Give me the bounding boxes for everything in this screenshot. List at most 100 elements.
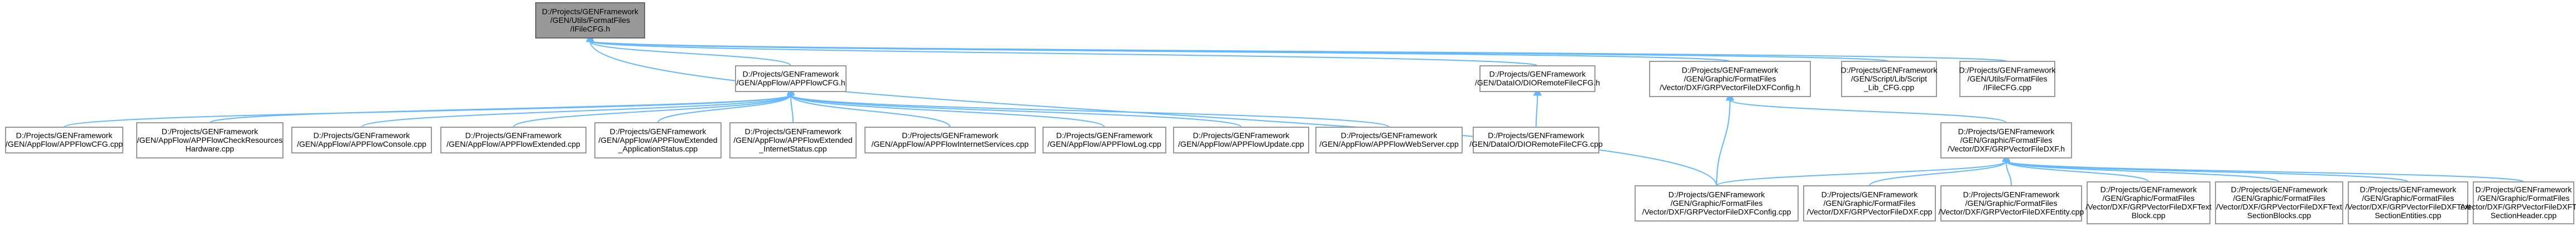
node-label-line: /GEN/Graphic/FormatFiles (2103, 194, 2195, 203)
node-label-line: D:/Projects/GENFramework (1963, 190, 2060, 199)
graph-node[interactable]: D:/Projects/GENFramework/GEN/Script/Lib/… (1841, 61, 1938, 97)
node-label-line: /GEN/Utils/FormatFiles (1967, 74, 2047, 83)
node-box (2087, 181, 2210, 224)
dependency-edge (791, 95, 793, 123)
node-box (5, 127, 123, 153)
graph-node[interactable]: D:/Projects/GENFramework/GEN/DataIO/DIOR… (1475, 65, 1600, 92)
node-box (1315, 127, 1463, 153)
node-box (1173, 127, 1309, 153)
graph-node[interactable]: D:/Projects/GENFramework/GEN/AppFlow/APP… (1315, 127, 1463, 153)
node-label-line: D:/Projects/GENFramework (2360, 185, 2457, 194)
dependency-edge (2006, 161, 2524, 182)
node-label-line: D:/Projects/GENFramework (1488, 131, 1585, 140)
node-label-line: /GEN/Graphic/FormatFiles (2478, 194, 2570, 203)
node-label-line: D:/Projects/GENFramework (1056, 131, 1154, 140)
node-label-line: D:/Projects/GENFramework (314, 131, 411, 140)
node-label-line: D:/Projects/GENFramework (2101, 185, 2198, 194)
node-label-line: /GEN/Graphic/FormatFiles (1960, 136, 2053, 145)
node-label-line: Block.cpp (2132, 211, 2166, 220)
node-box (729, 122, 857, 158)
node-label-line: /GEN/AppFlow/APPFlowExtended (598, 136, 717, 145)
node-label-line: SectionBlocks.cpp (2247, 211, 2311, 220)
dependency-edge (1716, 161, 2006, 186)
graph-node[interactable]: D:/Projects/GENFramework/GEN/AppFlow/APP… (1173, 127, 1309, 153)
node-box (1803, 185, 1936, 222)
node-label-line: /GEN/AppFlow/APPFlowCFG.cpp (6, 140, 123, 148)
node-label-line: _ApplicationStatus.cpp (618, 144, 698, 153)
graph-node[interactable]: D:/Projects/GENFramework/GEN/Graphic/For… (1649, 61, 1811, 97)
node-label-line: D:/Projects/GENFramework (1193, 131, 1290, 140)
node-label-line: D:/Projects/GENFramework (1959, 65, 2056, 74)
dependency-edge (1730, 100, 2007, 123)
node-label-line: D:/Projects/GENFramework (2476, 185, 2573, 194)
node-box (1479, 65, 1595, 92)
node-label-line: /GEN/AppFlow/APPFlowUpdate.cpp (1178, 140, 1304, 148)
node-box (864, 127, 1036, 153)
graph-node[interactable]: D:/Projects/GENFramework/GEN/AppFlow/APP… (735, 65, 847, 92)
dependency-edge (513, 95, 791, 128)
graph-root-node: D:/Projects/GENFramework/GEN/Utils/Forma… (535, 2, 645, 39)
graph-node[interactable]: D:/Projects/GENFramework/GEN/Graphic/For… (1803, 185, 1936, 222)
graph-node[interactable]: D:/Projects/GENFramework/GEN/Graphic/For… (1940, 122, 2072, 158)
graph-node[interactable]: D:/Projects/GENFramework/GEN/AppFlow/APP… (594, 122, 722, 158)
dependency-edge (209, 95, 791, 123)
graph-node[interactable]: D:/Projects/GENFramework/GEN/AppFlow/APP… (864, 127, 1036, 153)
node-label-line: D:/Projects/GENFramework (162, 127, 259, 136)
dependency-edge (1716, 100, 1730, 186)
node-label-line: /GEN/AppFlow/APPFlowConsole.cpp (297, 140, 426, 148)
graph-node[interactable]: D:/Projects/GENFramework/GEN/DataIO/DIOR… (1469, 127, 1603, 153)
node-label-line: /IFileCFG.h (570, 24, 611, 33)
node-label-line: /GEN/Script/Lib/Script (1851, 74, 1927, 83)
graph-node[interactable]: D:/Projects/GENFramework/GEN/Utils/Forma… (1959, 61, 2056, 97)
node-label-line: /Vector/DXF/GRPVectorFileDXFText (2460, 203, 2576, 211)
node-box (594, 122, 722, 158)
graph-node[interactable]: D:/Projects/GENFramework/GEN/AppFlow/APP… (440, 127, 587, 153)
dependency-edge (2006, 161, 2012, 186)
node-label-line: /Vector/DXF/GRPVectorFileDXFConfig.cpp (1642, 207, 1791, 216)
node-box (535, 2, 645, 39)
node-box (136, 122, 283, 158)
node-label-line: D:/Projects/GENFramework (902, 131, 999, 140)
graph-node[interactable]: D:/Projects/GENFramework/GEN/AppFlow/APP… (5, 127, 123, 153)
graph-node[interactable]: D:/Projects/GENFramework/GEN/Graphic/For… (2085, 181, 2212, 224)
node-label-line: _InternetStatus.cpp (758, 144, 827, 153)
node-label-line: /GEN/AppFlow/APPFlowInternetServices.cpp (872, 140, 1029, 148)
graph-node[interactable]: D:/Projects/GENFramework/GEN/Graphic/For… (2460, 181, 2576, 224)
graph-node[interactable]: D:/Projects/GENFramework/GEN/AppFlow/APP… (729, 122, 857, 158)
node-box (1473, 127, 1599, 153)
node-label-line: /GEN/Graphic/FormatFiles (2233, 194, 2325, 203)
node-label-line: /GEN/Utils/FormatFiles (550, 16, 630, 25)
node-label-line: D:/Projects/GENFramework (1341, 131, 1438, 140)
node-label-line: D:/Projects/GENFramework (610, 127, 707, 136)
node-label-line: D:/Projects/GENFramework (2231, 185, 2328, 194)
graph-node[interactable]: D:/Projects/GENFramework/GEN/AppFlow/APP… (136, 122, 283, 158)
graph-node[interactable]: D:/Projects/GENFramework/GEN/Graphic/For… (2345, 181, 2471, 224)
graph-node[interactable]: D:/Projects/GENFramework/GEN/Graphic/For… (1635, 185, 1799, 222)
dependency-edge (590, 41, 2008, 62)
node-label-line: /GEN/AppFlow/APPFlowCheckResources (137, 136, 283, 145)
node-box (1649, 61, 1811, 97)
dependency-edge (361, 95, 791, 128)
node-label-line: D:/Projects/GENFramework (1841, 65, 1938, 74)
node-label-line: D:/Projects/GENFramework (1682, 65, 1779, 74)
node-label-line: D:/Projects/GENFramework (542, 7, 639, 16)
node-label-line: D:/Projects/GENFramework (1822, 190, 1919, 199)
node-label-line: /Vector/DXF/GRPVectorFileDXF.h (1948, 144, 2065, 153)
graph-node[interactable]: D:/Projects/GENFramework/GEN/Graphic/For… (2215, 181, 2343, 224)
nodes-layer: D:/Projects/GENFramework/GEN/Utils/Forma… (5, 2, 2576, 224)
node-label-line: /GEN/Graphic/FormatFiles (1965, 199, 2058, 208)
graph-node[interactable]: D:/Projects/GENFramework/GEN/AppFlow/APP… (1042, 127, 1166, 153)
node-label-line: /GEN/AppFlow/APPFlowExtended.cpp (446, 140, 580, 148)
graph-node[interactable]: D:/Projects/GENFramework/GEN/Graphic/For… (1939, 185, 2084, 222)
node-label-line: /GEN/AppFlow/APPFlowCFG.h (736, 78, 845, 87)
dependency-edge (590, 41, 1717, 186)
node-box (291, 127, 432, 153)
node-label-line: /GEN/Graphic/FormatFiles (1824, 199, 1916, 208)
graph-node[interactable]: D:/Projects/GENFramework/GEN/AppFlow/APP… (291, 127, 432, 153)
node-label-line: /GEN/Graphic/FormatFiles (1671, 199, 1763, 208)
node-label-line: /Vector/DXF/GRPVectorFileDXFText (2085, 203, 2212, 211)
dependency-edge (590, 41, 791, 66)
node-box (1959, 61, 2055, 97)
node-label-line: SectionEntities.cpp (2375, 211, 2441, 220)
